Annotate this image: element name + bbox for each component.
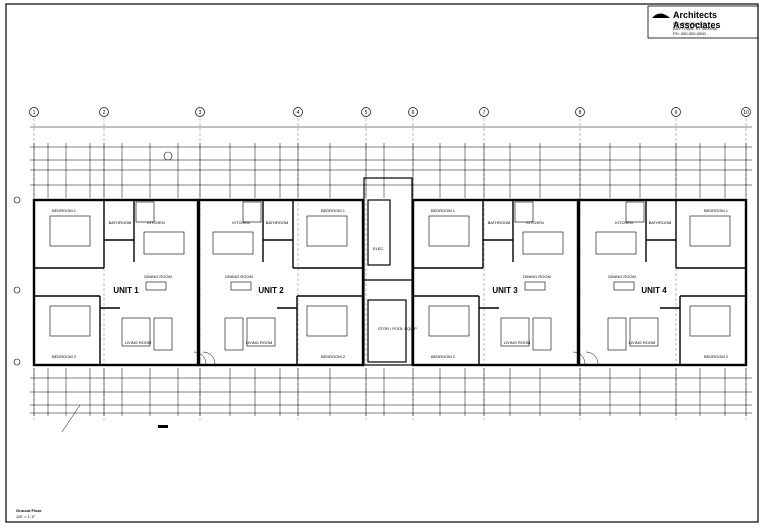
grid-bubble xyxy=(293,107,303,117)
scale-bar xyxy=(158,425,168,428)
unit-1: BEDROOM 1 BEDROOM 2 BATHROOM KITCHEN DINING … xyxy=(34,200,207,365)
section-marker xyxy=(163,151,173,161)
grid-bubble xyxy=(479,107,489,117)
bed-bottom-label: BEDROOM 2 xyxy=(431,354,456,359)
firm-address-line2: ANYTOWN, ST 0000000 xyxy=(673,26,718,31)
firm-phone: PH: 000-000-0000 xyxy=(673,31,706,36)
living-label: LIVING ROOM xyxy=(125,340,152,345)
kitchen-label: KITCHEN xyxy=(232,220,250,225)
grid-bubble-label: 3 xyxy=(199,110,202,116)
living-label: LIVING ROOM xyxy=(629,340,656,345)
grid-bubble xyxy=(361,107,371,117)
grid-bubble xyxy=(671,107,681,117)
edge-marker-left-3 xyxy=(13,358,21,366)
edge-marker-left xyxy=(13,196,21,204)
unit-2: BEDROOM 1 BEDROOM 2 BATHROOM KITCHEN DINING … xyxy=(202,200,363,365)
title-block-box xyxy=(647,5,759,39)
bath-label: BATHROOM xyxy=(488,220,511,225)
label-label: UNIT 4 xyxy=(641,286,667,295)
unit-interiors: BEDROOM 1 BEDROOM 2 BATHROOM KITCHEN DINING … xyxy=(34,200,746,365)
bed-top-label: BEDROOM 1 xyxy=(431,208,456,213)
firm-address-line1: P.O. BOX 00-1000 xyxy=(673,21,706,26)
grid-bubble-label: 7 xyxy=(483,110,486,116)
grid-bubble-label: 9 xyxy=(675,110,678,116)
elec-room-label: ELEC. xyxy=(373,246,385,251)
living-label: LIVING ROOM xyxy=(246,340,273,345)
bed-top-label: BEDROOM 1 xyxy=(52,208,77,213)
bath-label: BATHROOM xyxy=(649,220,672,225)
label-label: UNIT 2 xyxy=(258,286,284,295)
grid-bubble-label: 4 xyxy=(297,110,300,116)
unit-3: BEDROOM 1 BEDROOM 2 BATHROOM KITCHEN DINING … xyxy=(413,200,586,365)
edge-marker-left-2 xyxy=(13,286,21,294)
living-label: LIVING ROOM xyxy=(504,340,531,345)
dimension-lines-bottom xyxy=(30,377,752,433)
center-core xyxy=(363,177,413,366)
bed-bottom-label: BEDROOM 2 xyxy=(321,354,346,359)
dimension-ticks-top xyxy=(33,143,747,198)
grid-bubble-row: 1 2 3 4 5 6 7 8 9 10 xyxy=(29,107,751,117)
dimension-ticks-bottom xyxy=(33,368,747,416)
bed-bottom-label: BEDROOM 2 xyxy=(704,354,729,359)
dining-label: DINING ROOM xyxy=(225,274,253,279)
grid-bubble-label: 10 xyxy=(743,110,749,116)
dining-label: DINING ROOM xyxy=(144,274,172,279)
grid-bubble xyxy=(575,107,585,117)
unit-4: BEDROOM 1 BEDROOM 2 BATHROOM KITCHEN DINING … xyxy=(585,200,746,365)
grid-bubble xyxy=(408,107,418,117)
grid-bubble-label: 8 xyxy=(579,110,582,116)
bath-label: BATHROOM xyxy=(109,220,132,225)
storage-room-label: STOR / POOL EQUIP xyxy=(378,326,417,331)
kitchen-label: KITCHEN xyxy=(147,220,165,225)
grid-bubble-label: 2 xyxy=(103,110,106,116)
kitchen-label: KITCHEN xyxy=(615,220,633,225)
grid-bubble-label: 6 xyxy=(412,110,415,116)
bath-label: BATHROOM xyxy=(266,220,289,225)
sheet-name: Ground Floor xyxy=(16,508,42,513)
building-exterior-walls xyxy=(32,198,748,367)
grid-bubble-label: 5 xyxy=(365,110,368,116)
column-grid xyxy=(33,118,747,420)
firm-name: Architects Associates xyxy=(673,10,721,30)
grid-bubble-label: 1 xyxy=(33,110,36,116)
sheet-scale: 1/8" = 1'-0" xyxy=(16,514,36,519)
dining-label: DINING ROOM xyxy=(523,274,551,279)
kitchen-label: KITCHEN xyxy=(526,220,544,225)
bed-top-label: BEDROOM 1 xyxy=(321,208,346,213)
grid-bubble xyxy=(741,107,751,117)
label-label: UNIT 1 xyxy=(113,286,139,295)
bed-top-label: BEDROOM 1 xyxy=(704,208,729,213)
dining-label: DINING ROOM xyxy=(608,274,636,279)
label-label: UNIT 3 xyxy=(492,286,518,295)
grid-bubble xyxy=(99,107,109,117)
grid-bubble xyxy=(29,107,39,117)
grid-bubble xyxy=(195,107,205,117)
dimension-lines-top xyxy=(30,126,752,186)
bed-bottom-label: BEDROOM 2 xyxy=(52,354,77,359)
sheet-border xyxy=(5,3,759,523)
firm-logo xyxy=(652,13,670,18)
